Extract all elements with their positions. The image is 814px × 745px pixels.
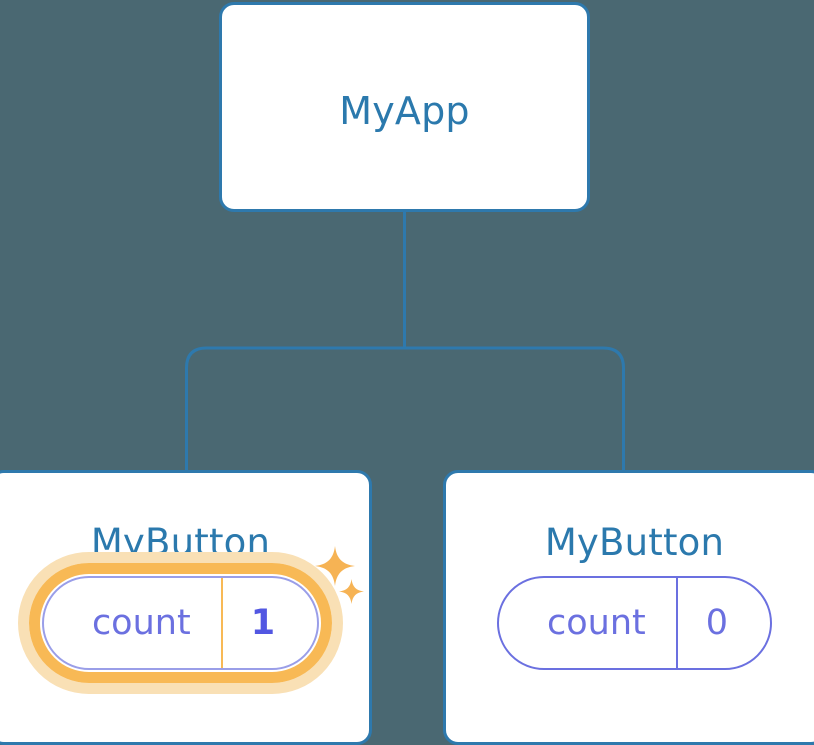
state-key-1: count [546, 602, 646, 643]
state-pill-1[interactable]: count 0 [496, 576, 773, 670]
state-pill-wrap-1: count 0 [446, 576, 814, 670]
sparkle-small-icon [339, 579, 365, 604]
state-pill-highlight-group-0: count 1 [17, 546, 365, 694]
node-title-mybutton-1: MyButton [544, 521, 725, 564]
state-key-0: count [91, 602, 191, 643]
state-pill-wrap-0: count 1 [0, 546, 369, 694]
state-value-0: 1 [220, 578, 317, 668]
connector-branch-bus [185, 346, 625, 470]
state-pill-highlight-group-1: count 0 [496, 576, 773, 670]
node-title-myapp: MyApp [339, 89, 470, 133]
node-card-myapp[interactable]: MyApp [219, 2, 590, 212]
state-value-1: 0 [675, 578, 770, 668]
state-pill-0[interactable]: count 1 [41, 576, 320, 670]
node-title-mybutton-0: MyButton [90, 521, 271, 564]
node-card-mybutton-0[interactable]: MyButton count 1 [0, 470, 372, 745]
node-card-mybutton-1[interactable]: MyButton count 0 [443, 470, 814, 745]
